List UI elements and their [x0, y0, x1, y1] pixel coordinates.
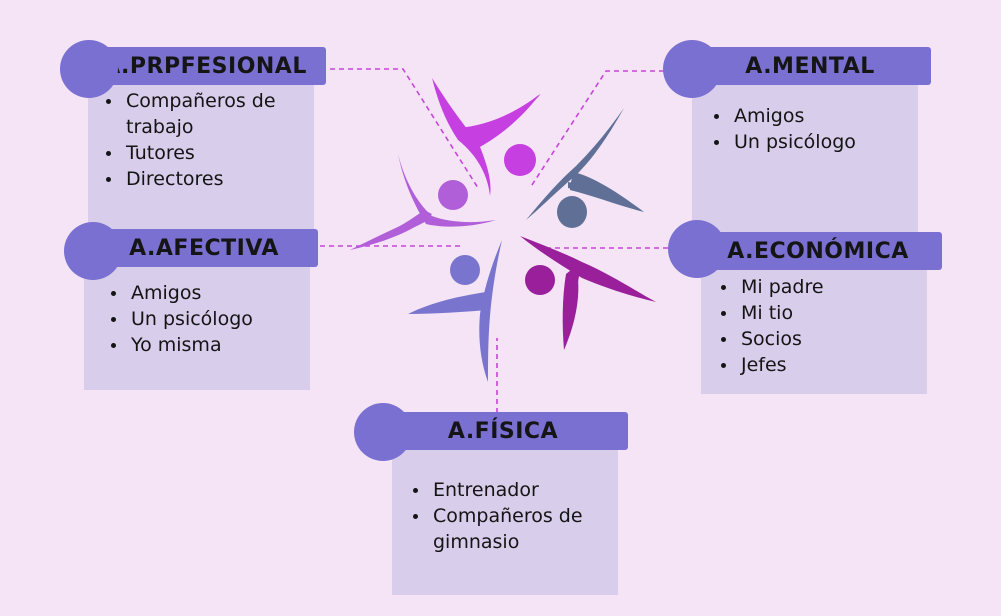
list-item: Mi padre [721, 274, 941, 300]
card-profesional-box [88, 80, 314, 243]
list-item: Tutores [106, 140, 326, 166]
card-profesional-tab: A.PRPFESIONAL [84, 47, 326, 85]
list-item: Compañeros de gimnasio [413, 503, 633, 555]
list-item: Socios [721, 326, 941, 352]
card-economica-box [701, 262, 927, 394]
list-item: Un psicólogo [714, 129, 934, 155]
card-profesional-list: Compañeros de trabajo Tutores Directores [92, 88, 326, 192]
list-item: Un psicólogo [111, 306, 331, 332]
card-economica-tab: A.ECONÓMICA [694, 232, 942, 270]
figure-blue [408, 240, 502, 382]
card-fisica-tab: A.FÍSICA [378, 412, 628, 450]
card-profesional-circle [60, 40, 118, 98]
figure-purple [520, 236, 656, 350]
list-item: Yo misma [111, 332, 331, 358]
list-item: Jefes [721, 352, 941, 378]
card-afectiva-title: A.AFECTIVA [129, 235, 279, 261]
card-fisica-list: Entrenador Compañeros de gimnasio [399, 477, 633, 555]
list-item: Amigos [111, 280, 331, 306]
list-item: Amigos [714, 103, 934, 129]
card-profesional-title: A.PRPFESIONAL [103, 53, 307, 79]
card-afectiva-box [84, 264, 310, 390]
card-mental-title: A.MENTAL [745, 53, 875, 79]
card-afectiva-tab: A.AFECTIVA [90, 229, 318, 267]
card-fisica-circle [354, 403, 412, 461]
card-mental-list: Amigos Un psicólogo [700, 103, 934, 155]
card-afectiva-list: Amigos Un psicólogo Yo misma [97, 280, 331, 358]
card-fisica-title: A.FÍSICA [447, 418, 559, 444]
card-economica-list: Mi padre Mi tio Socios Jefes [707, 274, 941, 378]
list-item: Compañeros de trabajo [106, 88, 326, 140]
list-item: Directores [106, 166, 326, 192]
team-figures-illustration [350, 78, 656, 382]
figure-magenta [432, 78, 541, 196]
card-economica-title: A.ECONÓMICA [727, 238, 909, 264]
list-item: Entrenador [413, 477, 633, 503]
card-mental-box [692, 82, 918, 250]
figure-slate [526, 108, 644, 228]
card-afectiva-circle [64, 222, 122, 280]
card-economica-circle [668, 220, 726, 278]
list-item: Mi tio [721, 300, 941, 326]
connector-mental [529, 70, 664, 189]
card-mental-tab: A.MENTAL [689, 47, 931, 85]
card-fisica-box [392, 449, 618, 595]
card-mental-circle [663, 40, 721, 98]
figure-violet [350, 154, 496, 250]
connector-profesional [330, 68, 479, 189]
